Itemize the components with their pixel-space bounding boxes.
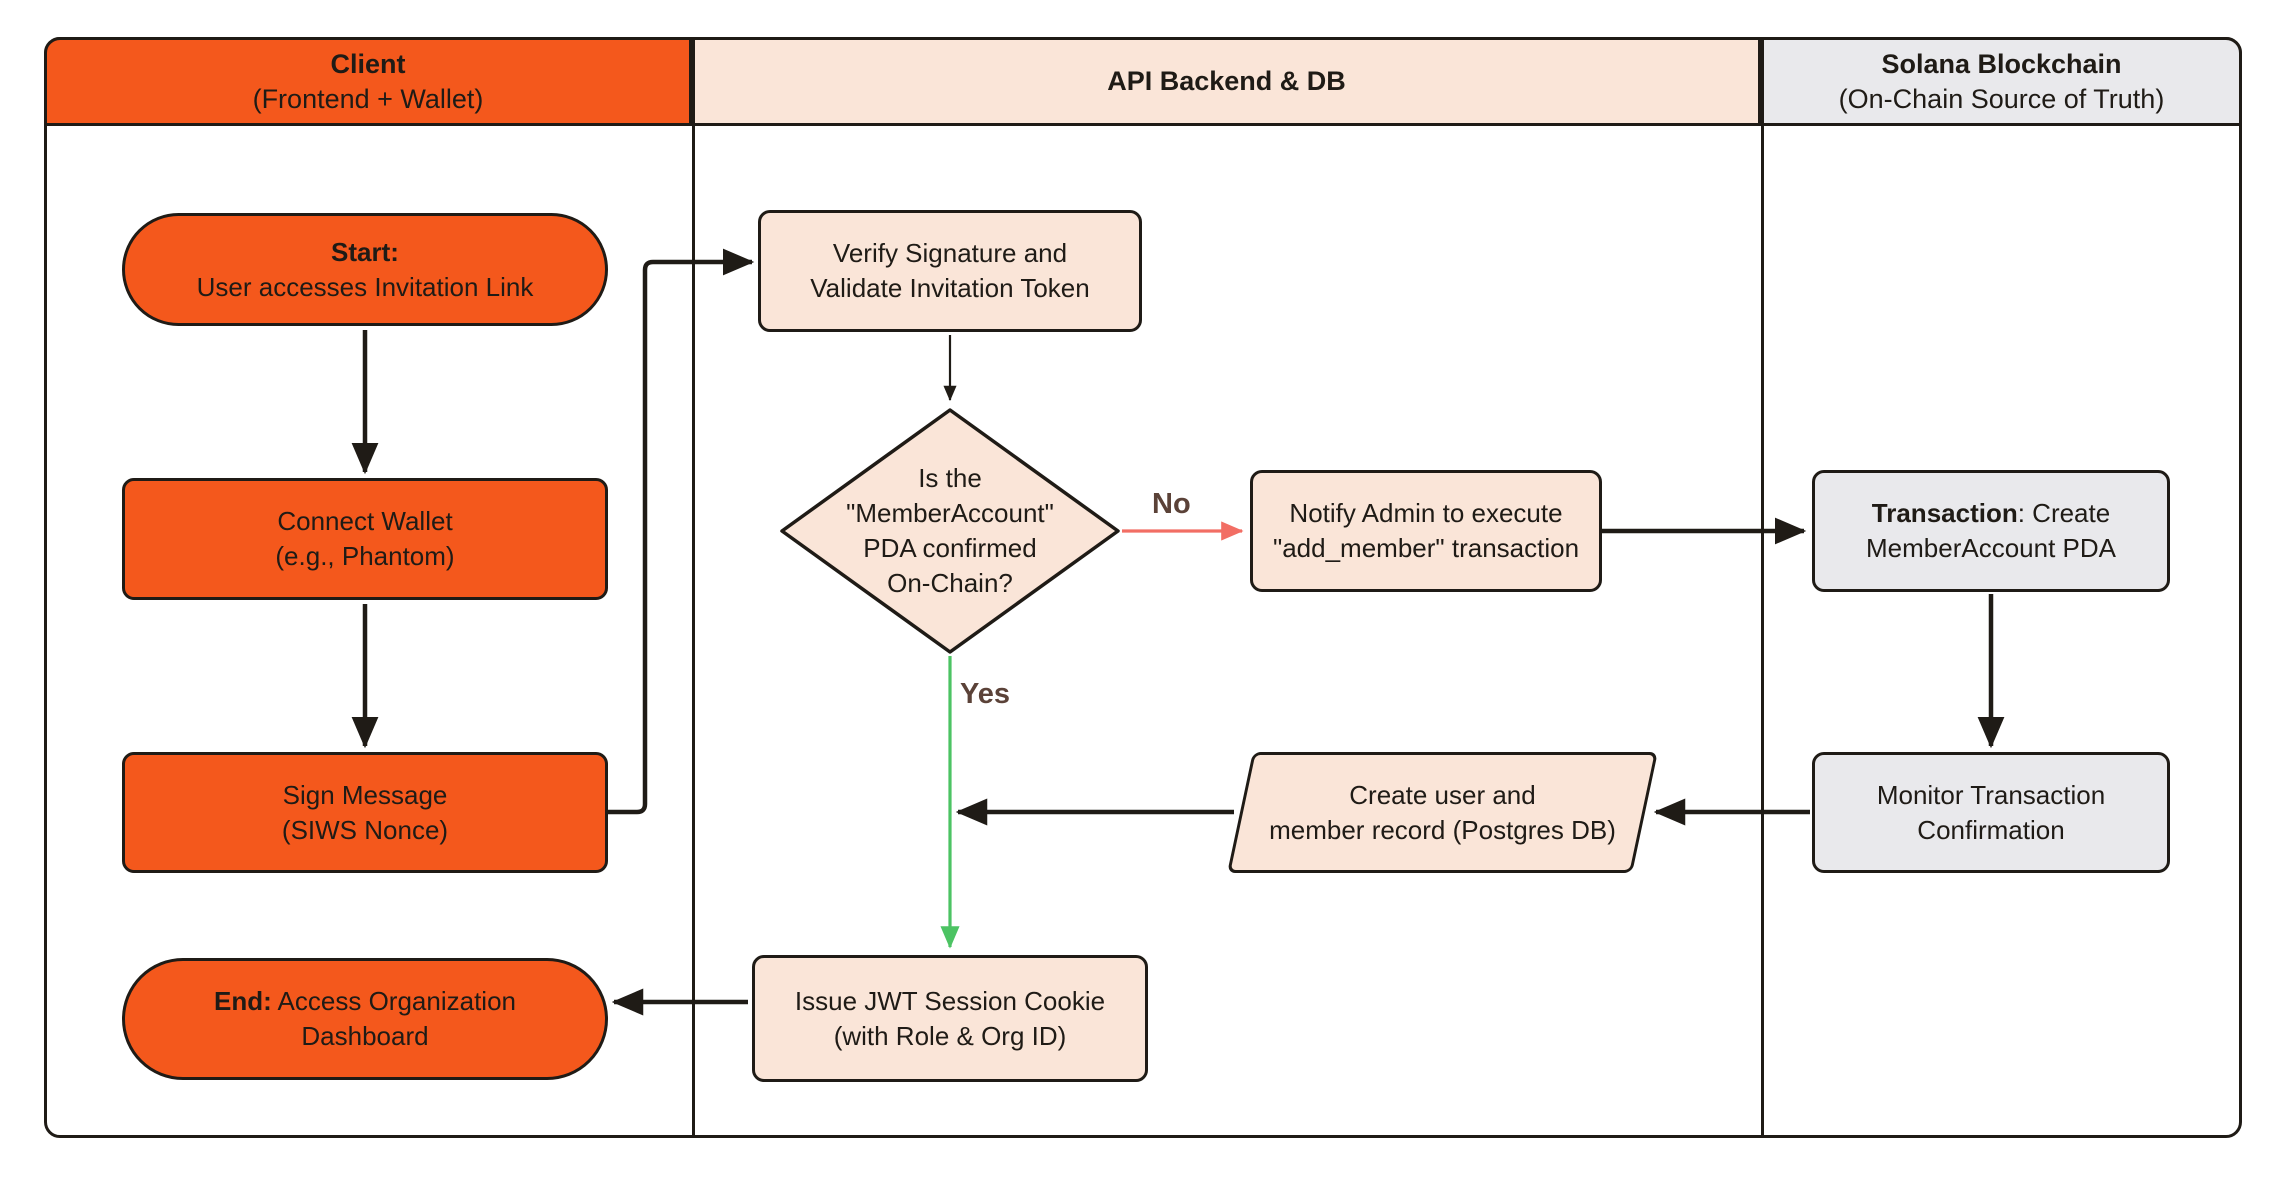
node-sign-message: Sign Message (SIWS Nonce) (122, 752, 608, 873)
node-line: PDA confirmed (863, 533, 1037, 563)
node-transaction-bold: Transaction (1871, 498, 2018, 528)
node-line: Is the (918, 463, 982, 493)
node-line: member record (Postgres DB) (1269, 814, 1616, 845)
node-connect-wallet: Connect Wallet (e.g., Phantom) (122, 478, 608, 600)
node-line: Dashboard (301, 1021, 429, 1051)
node-line: On-Chain? (887, 568, 1013, 598)
node-line: Notify Admin to execute (1289, 498, 1563, 528)
node-line: Verify Signature and (832, 238, 1068, 268)
node-line: Monitor Transaction (1876, 779, 2106, 810)
node-start-line2: User accesses Invitation Link (196, 271, 534, 302)
node-start: Start: User accesses Invitation Link (122, 213, 608, 326)
lane-title: Solana Blockchain (1881, 48, 2122, 79)
node-verify-signature: Verify Signature and Validate Invitation… (758, 210, 1142, 332)
node-line: "add_member" transaction (1272, 533, 1580, 563)
lane-separator-1 (692, 37, 695, 1138)
node-line: (with Role & Org ID) (833, 1020, 1067, 1051)
lane-header-client: Client (Frontend + Wallet) (44, 37, 692, 126)
decision-diamond-text: Is the "MemberAccount" PDA confirmed On-… (790, 424, 1110, 638)
node-line: Confirmation (1917, 814, 2065, 845)
node-line: Sign Message (282, 779, 448, 810)
node-line: Validate Invitation Token (810, 273, 1090, 303)
lane-header-solana: Solana Blockchain (On-Chain Source of Tr… (1761, 37, 2242, 126)
node-end: End: Access Organization Dashboard (122, 958, 608, 1080)
edge-label-no: No (1152, 488, 1191, 520)
node-end-rest: Access Organization (271, 986, 516, 1016)
lane-title: API Backend & DB (1107, 66, 1346, 96)
node-end-bold: End: (214, 986, 272, 1016)
node-transaction-rest: : Create (2017, 498, 2111, 528)
node-start-bold: Start: (331, 236, 399, 267)
node-line: Create user and (1349, 779, 1536, 810)
node-line: MemberAccount PDA (1866, 533, 2116, 563)
node-create-record: Create user and member record (Postgres … (1240, 752, 1645, 873)
node-line: Connect Wallet (277, 506, 453, 536)
node-transaction-create-pda: Transaction: Create MemberAccount PDA (1812, 470, 2170, 592)
node-issue-jwt: Issue JWT Session Cookie (with Role & Or… (752, 955, 1148, 1082)
node-line: "MemberAccount" (846, 498, 1054, 528)
node-line: Issue JWT Session Cookie (794, 985, 1106, 1016)
lane-separator-2 (1761, 37, 1764, 1138)
node-notify-admin: Notify Admin to execute "add_member" tra… (1250, 470, 1602, 592)
lane-subtitle: (Frontend + Wallet) (252, 83, 484, 114)
edge-label-yes: Yes (960, 678, 1010, 710)
lane-title: Client (330, 48, 406, 79)
node-line: (SIWS Nonce) (281, 814, 449, 845)
lane-subtitle: (On-Chain Source of Truth) (1838, 83, 2165, 114)
node-line: (e.g., Phantom) (275, 541, 455, 571)
lane-header-api-backend: API Backend & DB (692, 37, 1761, 126)
node-monitor-confirmation: Monitor Transaction Confirmation (1812, 752, 2170, 873)
